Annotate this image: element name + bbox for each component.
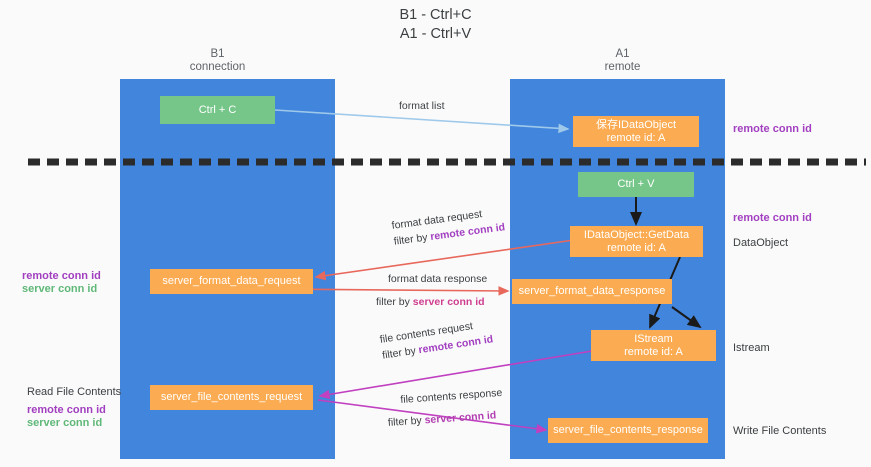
right-label-remote-conn-id-mid: remote conn id [733,212,812,224]
column-header-a1: A1 remote [604,48,641,73]
left-label-read-file-contents: Read File Contents [27,386,122,398]
caption-format-data-response-key: server conn id [412,296,485,308]
edge-format-list [274,109,570,134]
column-header-b1: B1 connection [189,48,246,73]
right-label-write-file-contents: Write File Contents [733,425,827,437]
node-server-format-data-response[interactable]: server_format_data_response [512,279,672,304]
caption-format-data-response-line2-prefix: filter by [376,296,410,308]
caption-file-contents-response-line2-prefix: filter by [387,414,423,429]
caption-format-data-response: format data response filter by server co… [376,273,488,309]
left-label-remote-conn-id: remote conn id [22,270,101,282]
node-server-file-contents-request[interactable]: server_file_contents_request [150,385,313,410]
edge-response-istream [671,306,702,329]
node-server-format-data-request[interactable]: server_format_data_request [150,269,313,294]
right-label-istream: Istream [733,342,770,354]
caption-format-data-response-line1: format data response [388,273,488,285]
left-label-remote-conn-id-2: remote conn id [27,404,106,416]
node-server-file-contents-response[interactable]: server_file_contents_response [548,418,708,443]
node-idataobject-getdata[interactable]: IDataObject::GetData remote id: A [570,226,703,257]
left-label-server-conn-id: server conn id [22,283,98,295]
node-store-idataobject[interactable]: 保存IDataObject remote id: A [573,116,699,147]
edge-file-contents-request [318,350,593,400]
left-label-server-conn-id-2: server conn id [27,417,103,429]
node-ctrl-c[interactable]: Ctrl + C [160,96,275,124]
phase-divider [28,158,866,166]
page-title: B1 - Ctrl+C A1 - Ctrl+V [399,7,472,42]
caption-format-list-line1: format list [399,100,445,112]
caption-format-list: format list [399,100,445,113]
node-istream[interactable]: IStream remote id: A [591,330,716,361]
right-label-dataobject: DataObject [733,237,789,249]
edge-format-data-request [314,239,575,281]
node-ctrl-v[interactable]: Ctrl + V [578,172,694,197]
edge-file-contents-response [317,399,548,434]
right-label-remote-conn-id-top: remote conn id [733,123,812,135]
